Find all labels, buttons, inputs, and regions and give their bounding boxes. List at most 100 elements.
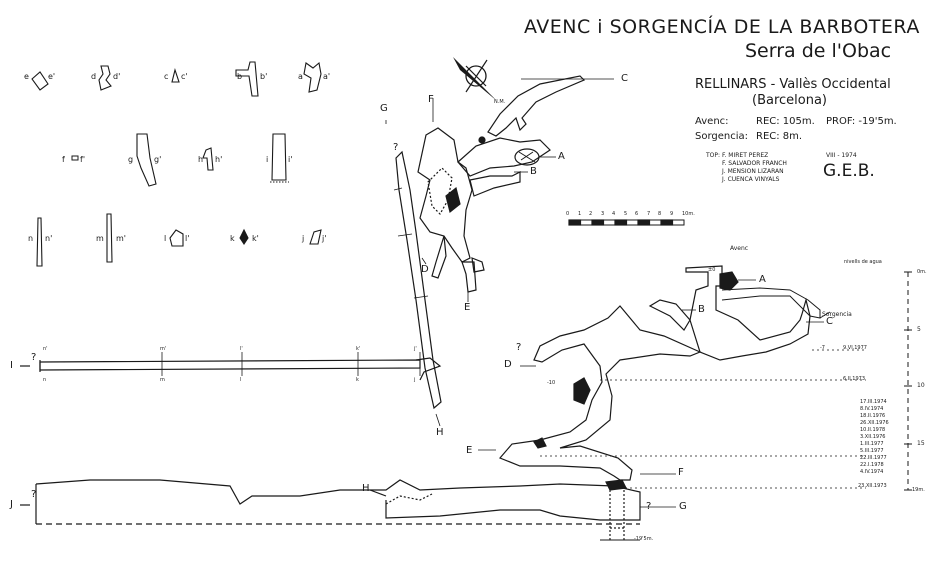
profile-question: ? — [646, 501, 652, 512]
scale-tick: 9 — [670, 211, 674, 217]
sorgencia-level: -7 — [820, 345, 825, 351]
section-label: a' — [323, 72, 331, 81]
avenc-rec: REC: 105m. — [756, 116, 815, 127]
avenc-mark-label: Avenc — [730, 245, 749, 252]
depth-axis — [904, 271, 912, 491]
water-date: 1.III.1977 — [860, 441, 884, 447]
water-levels — [540, 349, 866, 489]
section-mark: l' — [240, 346, 243, 352]
section-label: m — [96, 234, 104, 243]
scale-bar — [568, 219, 685, 226]
long-section-jbottom — [20, 479, 641, 525]
survey-date: VIII - 1974 — [826, 152, 857, 159]
section-label: k — [230, 234, 235, 243]
scale-tick: 0 — [566, 211, 570, 217]
section-mark: m — [160, 377, 165, 383]
province-label: (Barcelona) — [752, 93, 828, 108]
section-label: h — [198, 155, 204, 164]
section-label: j' — [322, 234, 327, 243]
section-question: ? — [31, 489, 37, 500]
entrance-level: ±0 — [708, 267, 716, 273]
water-date: 5.III.1977 — [860, 448, 884, 454]
sorgencia-label: Sorgencia: — [695, 131, 749, 142]
sorgencia-mark-label: Sorgencia — [822, 311, 852, 318]
section-label: b' — [260, 72, 268, 81]
north-arrow-icon — [453, 57, 497, 101]
section-label: g' — [154, 155, 162, 164]
plan-label-h: H — [436, 427, 444, 438]
depth-tick: 5 — [917, 326, 921, 333]
team-label: TOP: — [706, 152, 721, 159]
plan-question: ? — [393, 142, 399, 153]
plan-label-d: D — [421, 264, 429, 275]
sorgencia-rec: REC: 8m. — [756, 131, 803, 142]
section-mark: k' — [356, 346, 361, 352]
scale-tick: 8 — [658, 211, 662, 217]
water-date: 22.III.1977 — [860, 455, 887, 461]
profile-label-b: B — [698, 304, 705, 315]
water-date: 6.II.1973 — [843, 376, 866, 382]
water-date: 8.IV.1974 — [860, 406, 884, 412]
scale-tick: 7 — [647, 211, 651, 217]
scale-tick: 5 — [624, 211, 628, 217]
scale-tick: 1 — [578, 211, 582, 217]
scale-tick: 4 — [612, 211, 616, 217]
section-label: i' — [288, 155, 293, 164]
section-label: i — [266, 155, 269, 164]
plan-section-lines — [385, 78, 614, 427]
cross-sections — [31, 61, 322, 267]
section-label-h: H — [362, 483, 370, 494]
scale-tick: 3 — [601, 211, 605, 217]
section-label: n' — [45, 234, 53, 243]
section-label: c' — [181, 72, 188, 81]
plan-label-f: F — [428, 94, 434, 105]
water-date: 17.III.1974 — [860, 399, 887, 405]
water-date: 9.VI.1977 — [843, 345, 867, 351]
scale-tick: 6 — [635, 211, 639, 217]
profile-label-g: G — [679, 501, 687, 512]
section-question: ? — [31, 352, 37, 363]
team-member: J. MENSION LIZARAN — [722, 168, 784, 175]
depth-tick: 10 — [917, 382, 925, 389]
depth-tick: 19m. — [912, 487, 925, 493]
section-label-i: I — [10, 360, 13, 371]
section-label: h' — [215, 155, 223, 164]
profile-leaders — [478, 279, 831, 508]
team-member: F. MIRET PEREZ — [722, 152, 769, 159]
depth-minus-10: -10 — [547, 380, 556, 386]
section-label: f' — [80, 155, 86, 164]
sump-depth: -19'5m. — [634, 536, 654, 542]
profile-label-e: E — [466, 445, 473, 456]
profile-label-a: A — [759, 274, 766, 285]
water-date: 23.XII.1973 — [858, 483, 887, 489]
section-label: e' — [48, 72, 56, 81]
water-date: 4.IV.1974 — [860, 469, 884, 475]
section-label: k' — [252, 234, 259, 243]
water-date: 22.I.1978 — [860, 462, 884, 468]
cave-plan — [395, 75, 586, 410]
profile-label-c: C — [826, 316, 833, 327]
section-label: n — [28, 234, 34, 243]
team-member: J. CUENCA VINYALS — [722, 176, 780, 183]
avenc-prof: PROF: -19'5m. — [826, 116, 897, 127]
profile-question: ? — [516, 342, 522, 353]
section-label: a — [298, 72, 303, 81]
section-mark: j — [414, 377, 416, 383]
avenc-label: Avenc: — [695, 116, 729, 127]
section-label: d' — [113, 72, 121, 81]
team-member: F. SALVADOR FRANCH — [722, 160, 787, 167]
section-mark: m' — [160, 346, 167, 352]
section-label: j — [302, 234, 305, 243]
section-mark: j' — [414, 346, 417, 352]
depth-tick: 15 — [917, 440, 925, 447]
section-label: e — [24, 72, 29, 81]
map-title: AVENC i SORGENCÍA DE LA BARBOTERA — [524, 16, 920, 38]
section-mark: n — [43, 377, 47, 383]
section-mark: l — [240, 377, 242, 383]
section-label: b — [237, 72, 243, 81]
scale-tick: 2 — [589, 211, 593, 217]
plan-label-b: B — [530, 166, 537, 177]
water-date: 18.II.1976 — [860, 413, 886, 419]
profile-label-d: D — [504, 359, 512, 370]
